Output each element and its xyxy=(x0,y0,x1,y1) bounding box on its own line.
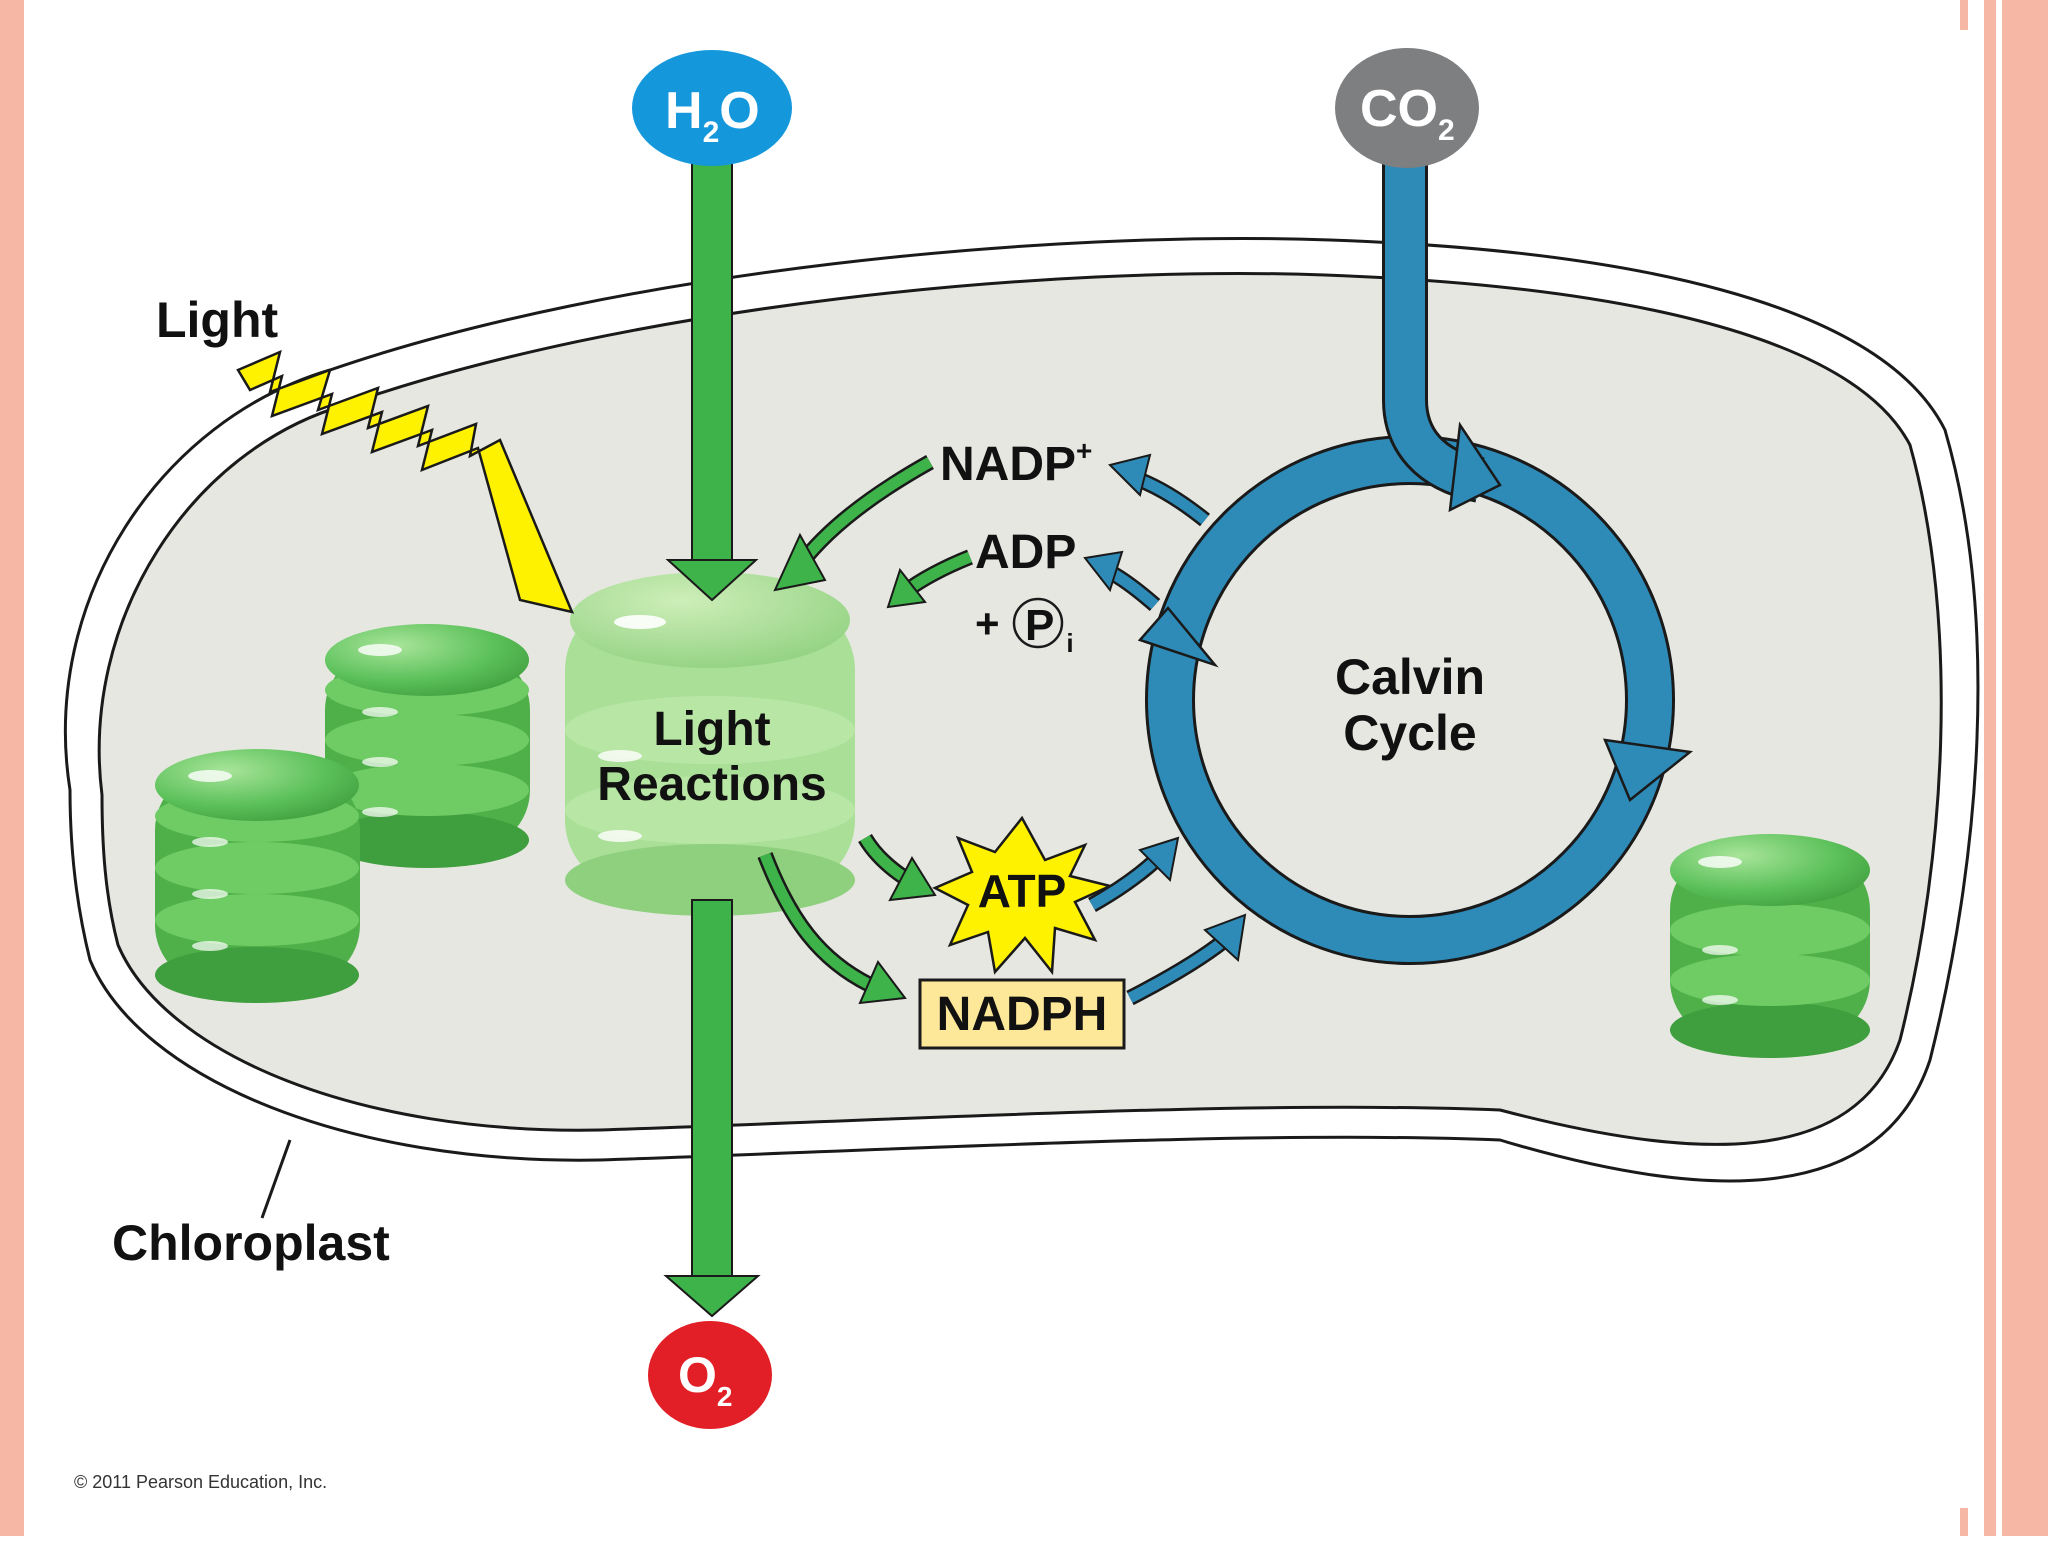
calvin-cycle-label-line1: Calvin xyxy=(1335,649,1485,705)
light-bolt-icon xyxy=(236,349,575,614)
nadp-to-light-reactions-arrow xyxy=(773,455,934,592)
chloroplast-label: Chloroplast xyxy=(112,1215,390,1271)
phosphate-subscript: i xyxy=(1066,628,1073,658)
nadph-to-calvin-arrow xyxy=(1126,913,1247,1006)
nadp-label: NADP+ xyxy=(940,435,1092,491)
adp-label: ADP xyxy=(975,526,1076,579)
calvin-cycle-ring xyxy=(1137,150,1694,965)
phosphate-circle-icon xyxy=(1012,597,1064,649)
calvin-to-nadp-arrow xyxy=(1108,453,1210,527)
h2o-label: H2O xyxy=(665,82,760,149)
nadp-superscript: + xyxy=(1076,435,1092,466)
grana-stack-left-back xyxy=(325,624,530,868)
co2-subscript: 2 xyxy=(1438,114,1455,147)
light-label: Light xyxy=(156,292,279,348)
atp-to-calvin-arrow xyxy=(1088,836,1180,912)
o2-label: O2 xyxy=(678,1347,732,1412)
chloroplast-leader-line xyxy=(260,1139,292,1219)
nadph-box xyxy=(918,978,1126,1050)
atp-starburst-icon xyxy=(932,815,1114,976)
o2-bubble xyxy=(648,1321,772,1429)
plus-label: + xyxy=(975,600,1000,647)
water-to-oxygen-arrow xyxy=(663,139,761,1318)
light-reactions-label-line1: Light xyxy=(653,703,770,756)
adp-to-light-reactions-arrow xyxy=(886,549,973,609)
atp-label: ATP xyxy=(978,865,1067,917)
calvin-to-adp-arrow xyxy=(1083,550,1161,612)
light-reactions-label-line2: Reactions xyxy=(597,758,826,811)
co2-bubble xyxy=(1335,48,1479,168)
nadph-label: NADPH xyxy=(937,988,1108,1041)
o2-subscript: 2 xyxy=(717,1381,733,1412)
copyright-notice: © 2011 Pearson Education, Inc. xyxy=(74,1472,327,1492)
h2o-bubble xyxy=(632,50,792,166)
calvin-cycle-label-line2: Cycle xyxy=(1343,705,1476,761)
grana-stack-left-front xyxy=(155,749,360,1003)
light-reactions-to-nadph-arrow xyxy=(757,852,907,1005)
h2o-subscript: 2 xyxy=(703,116,720,149)
light-reactions-to-atp-arrow xyxy=(858,833,937,902)
grana-stack-right xyxy=(1670,834,1870,1058)
light-reactions-stack xyxy=(565,572,855,916)
co2-label: CO2 xyxy=(1360,80,1455,147)
